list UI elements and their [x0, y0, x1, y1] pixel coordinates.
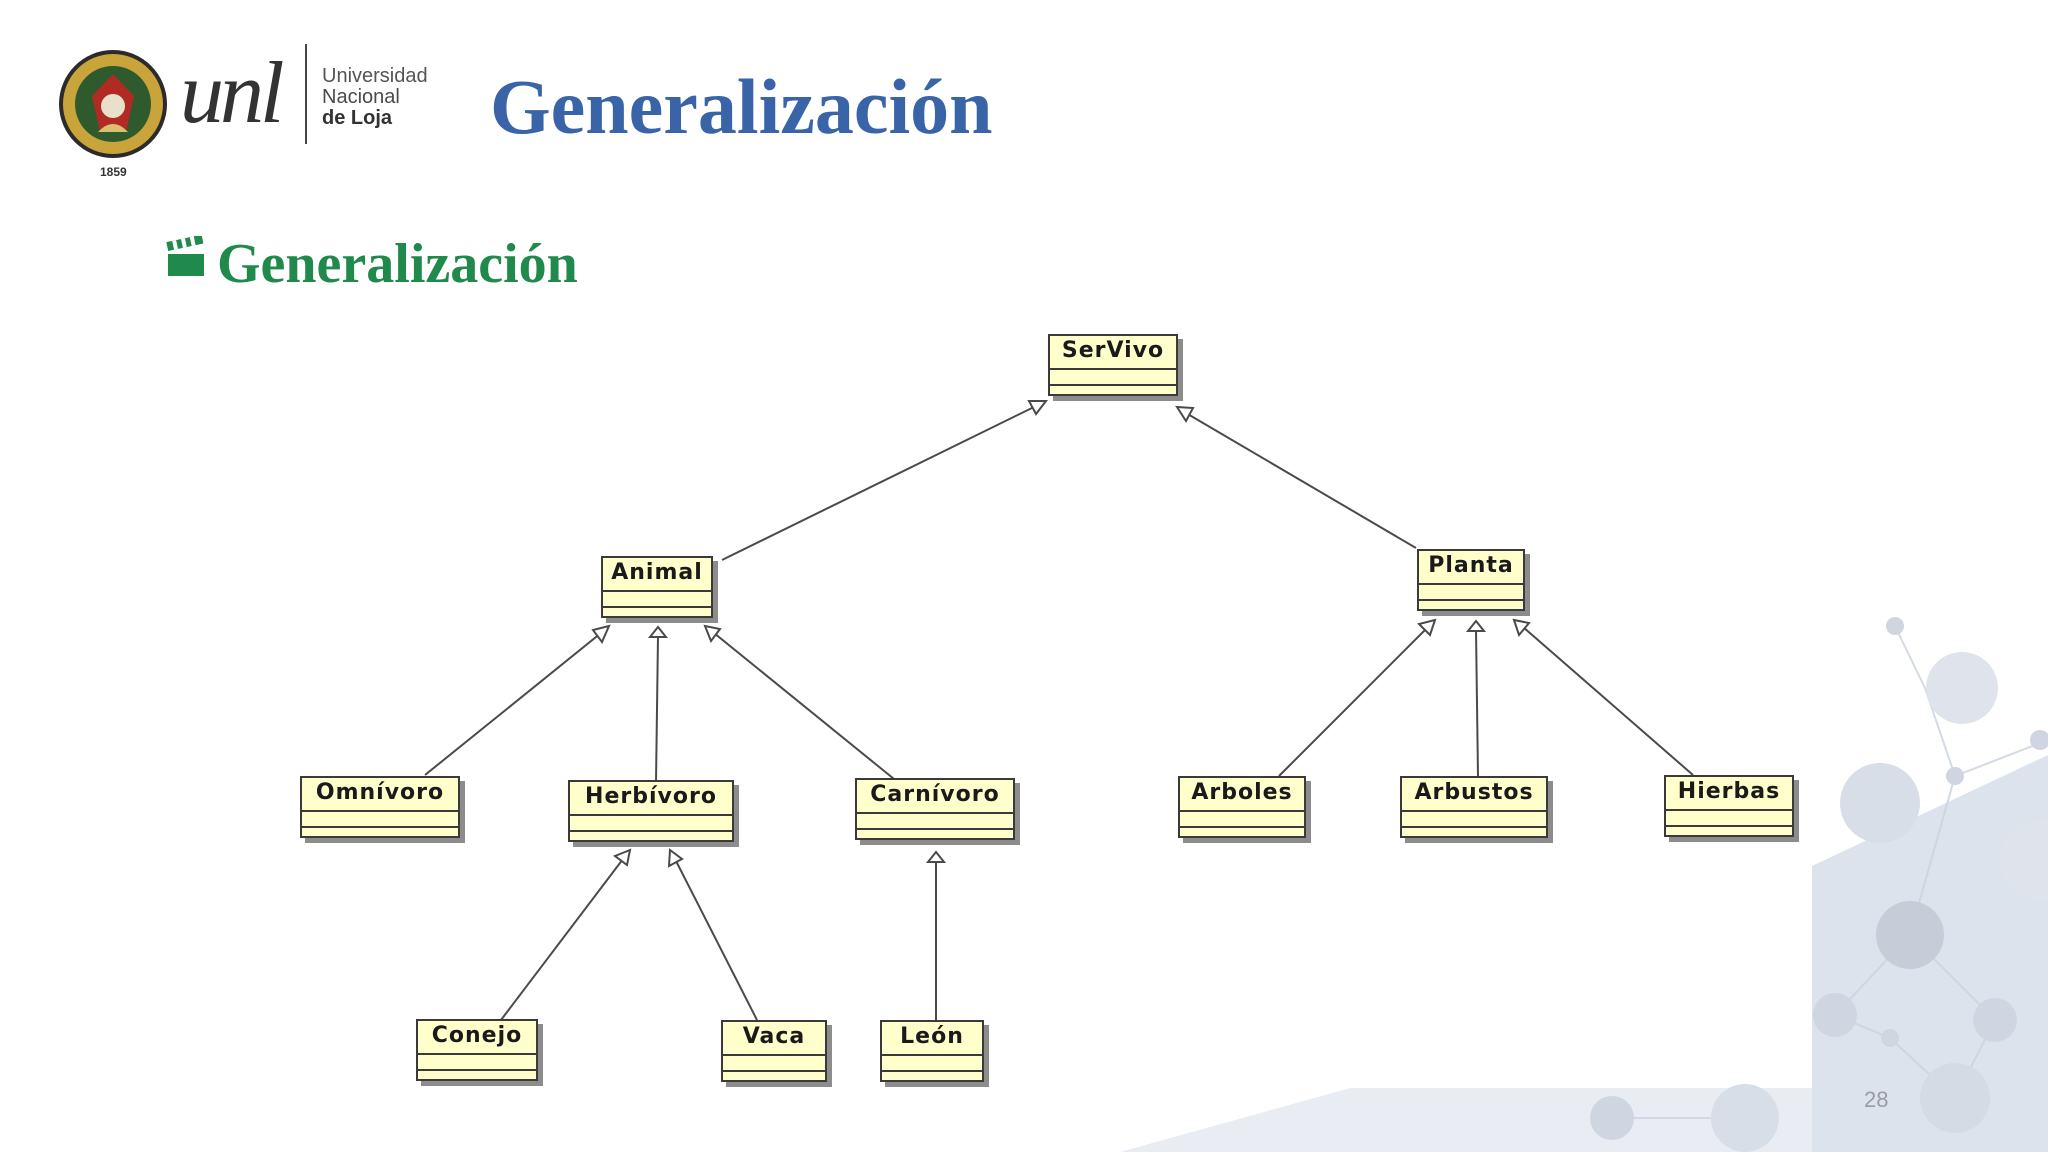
class-name: SerVivo — [1050, 336, 1176, 370]
class-attributes — [1666, 811, 1792, 827]
generalization-arrowhead — [1417, 618, 1437, 637]
page-title: Generalización — [490, 63, 993, 150]
generalization-arrowhead — [925, 850, 947, 863]
uml-class-hierbas: Hierbas — [1664, 775, 1794, 837]
class-name: Hierbas — [1666, 777, 1792, 811]
logo-divider — [305, 44, 307, 144]
university-seal-logo — [59, 50, 167, 158]
uml-class-planta: Planta — [1417, 549, 1525, 611]
class-attributes — [1180, 812, 1304, 828]
university-name-line: Nacional — [322, 86, 400, 108]
class-attributes — [418, 1055, 536, 1071]
uml-class-omnivoro: Omnívoro — [300, 776, 460, 838]
generalization-arrowhead — [1465, 619, 1487, 632]
unl-wordmark: unl — [180, 45, 284, 142]
university-name-line: de Loja — [322, 107, 393, 129]
uml-class-carnivoro: Carnívoro — [855, 778, 1015, 840]
class-attributes — [1402, 812, 1546, 828]
seal-year: 1859 — [100, 165, 127, 179]
class-name: Planta — [1419, 551, 1523, 585]
uml-class-herbivoro: Herbívoro — [568, 780, 734, 842]
page-number: 28 — [1864, 1087, 1889, 1112]
generalization-arrowhead — [1175, 405, 1195, 423]
generalization-arrowhead — [1512, 618, 1531, 638]
class-name: Conejo — [418, 1021, 536, 1055]
class-attributes — [302, 812, 458, 828]
uml-class-leon: León — [880, 1020, 984, 1082]
university-name: Universidad Nacional de Loja — [322, 66, 428, 129]
class-name: Arbustos — [1402, 778, 1546, 812]
uml-class-servivo: SerVivo — [1048, 334, 1178, 396]
generalization-arrowhead — [1027, 400, 1049, 416]
class-attributes — [570, 816, 732, 832]
generalization-arrowhead — [612, 848, 632, 867]
class-attributes — [857, 814, 1013, 830]
uml-class-conejo: Conejo — [416, 1019, 538, 1081]
class-attributes — [882, 1056, 982, 1072]
class-name: Herbívoro — [570, 782, 732, 816]
class-name: Carnívoro — [857, 780, 1013, 814]
class-attributes — [1419, 585, 1523, 601]
generalization-arrowhead — [703, 624, 722, 644]
uml-class-animal: Animal — [601, 556, 713, 618]
class-attributes — [1050, 370, 1176, 386]
class-name: Arboles — [1180, 778, 1304, 812]
generalization-arrowhead — [647, 625, 669, 638]
class-name: Omnívoro — [302, 778, 458, 812]
section-heading: Generalización — [217, 233, 578, 295]
uml-class-arboles: Arboles — [1178, 776, 1306, 838]
uml-class-arbustos: Arbustos — [1400, 776, 1548, 838]
class-name: León — [882, 1022, 982, 1056]
university-name-line: Universidad — [322, 65, 428, 87]
generalization-arrowhead — [667, 848, 684, 868]
class-name: Animal — [603, 558, 711, 592]
uml-class-vaca: Vaca — [721, 1020, 827, 1082]
class-attributes — [603, 592, 711, 608]
class-attributes — [723, 1056, 825, 1072]
generalization-arrowhead — [591, 624, 611, 644]
class-name: Vaca — [723, 1022, 825, 1056]
clapperboard-icon — [166, 236, 204, 276]
